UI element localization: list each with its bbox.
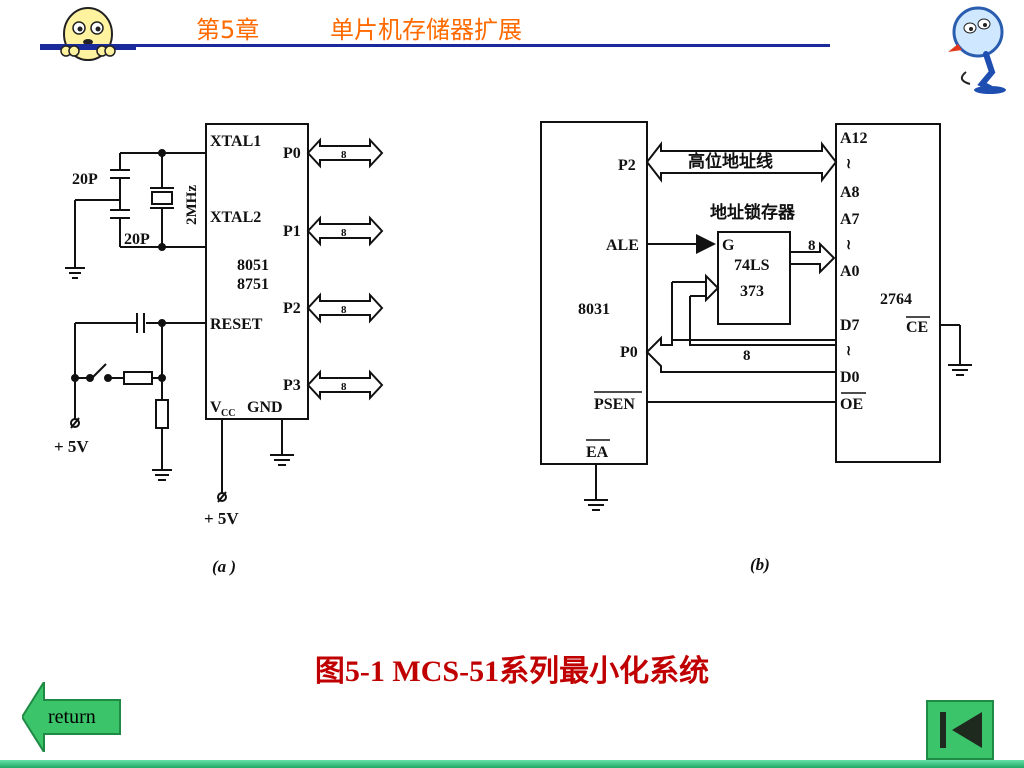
pin-d7: D7 bbox=[840, 317, 860, 334]
peeking-mascot-icon bbox=[40, 7, 136, 61]
port-p0-bus-arrow bbox=[306, 137, 384, 169]
pin-a8: A8 bbox=[840, 184, 860, 201]
capacitor-top-label: 20P bbox=[72, 171, 98, 188]
back-to-start-button[interactable] bbox=[926, 700, 994, 760]
mcu-8051-chip bbox=[205, 123, 309, 420]
cpu-label: 8031 bbox=[578, 301, 610, 318]
port-p0-label: P0 bbox=[283, 145, 301, 162]
xtal2-label: XTAL2 bbox=[210, 209, 261, 226]
xtal1-label: XTAL1 bbox=[210, 133, 261, 150]
return-label[interactable]: return bbox=[48, 706, 96, 728]
port-p1-label: P1 bbox=[283, 223, 301, 240]
ale-label: ALE bbox=[606, 237, 639, 254]
supply-left-label: + 5V bbox=[54, 437, 89, 456]
psen-label: PSEN bbox=[594, 396, 635, 413]
latch-74ls373 bbox=[717, 231, 791, 325]
capacitor-bottom-label: 20P bbox=[124, 231, 150, 248]
supply-bottom-label: + 5V bbox=[204, 509, 239, 528]
latch-line2: 373 bbox=[740, 283, 764, 300]
megaphone-character-icon bbox=[948, 6, 1006, 94]
diagram-b-labels: P2 ALE 8031 P0 PSEN EA 高位地址线 地址锁存器 G 74L… bbox=[578, 130, 928, 574]
pin-range-2: ≀ bbox=[846, 238, 851, 253]
vcc-label: V bbox=[210, 399, 222, 416]
port-p2-bus-arrow bbox=[306, 292, 384, 324]
pin-range-3: ≀ bbox=[846, 344, 851, 359]
port-p3-label: P3 bbox=[283, 377, 301, 394]
reset-label: RESET bbox=[210, 316, 263, 333]
p2-label: P2 bbox=[618, 157, 636, 174]
port-p1-bus-arrow bbox=[306, 215, 384, 247]
diagram-a-labels: XTAL1 XTAL2 8051 8751 RESET V CC GND P0 … bbox=[54, 133, 347, 576]
pin-a0: A0 bbox=[840, 263, 860, 280]
ea-label: EA bbox=[586, 444, 609, 461]
data-bus-width: 8 bbox=[743, 348, 751, 364]
pin-d0: D0 bbox=[840, 369, 860, 386]
latch-title-label: 地址锁存器 bbox=[710, 202, 796, 222]
bus-width-p0: 8 bbox=[341, 149, 347, 161]
pin-a7: A7 bbox=[840, 211, 860, 228]
chip-line2: 8751 bbox=[237, 276, 269, 293]
vcc-subscript: CC bbox=[221, 408, 235, 419]
pin-range-1: ≀ bbox=[846, 157, 851, 172]
cpu-8031-chip bbox=[540, 121, 648, 465]
diagram-a bbox=[65, 123, 384, 503]
latch-g-label: G bbox=[722, 237, 735, 254]
latch-line1: 74LS bbox=[734, 257, 770, 274]
gnd-label: GND bbox=[247, 399, 283, 416]
rewind-triangle-icon bbox=[952, 712, 982, 748]
chip-line1: 8051 bbox=[237, 257, 269, 274]
oe-label: OE bbox=[840, 396, 863, 413]
figure-caption: 图5-1 MCS-51系列最小化系统 bbox=[314, 655, 710, 688]
bus-width-p3: 8 bbox=[341, 381, 347, 393]
latch-output-bus-arrow bbox=[789, 241, 836, 275]
ce-label: CE bbox=[906, 319, 928, 336]
diagram-a-label: (a ) bbox=[212, 557, 236, 576]
chapter-label: 第5章 bbox=[196, 16, 260, 44]
footer-bar bbox=[0, 760, 1024, 768]
page-title: 单片机存储器扩展 bbox=[330, 16, 522, 44]
header-rule bbox=[60, 44, 830, 47]
eprom-2764-chip bbox=[835, 123, 941, 463]
bus-width-p2: 8 bbox=[341, 304, 347, 316]
bar-icon bbox=[940, 712, 946, 748]
p0-label: P0 bbox=[620, 344, 638, 361]
crystal-label: 2MHz bbox=[184, 185, 200, 225]
latch-bus-width: 8 bbox=[808, 238, 816, 254]
eprom-label: 2764 bbox=[880, 291, 912, 308]
high-address-bus-arrow bbox=[645, 141, 838, 183]
pin-a12: A12 bbox=[840, 130, 868, 147]
return-button[interactable] bbox=[22, 682, 122, 752]
diagram-b bbox=[540, 121, 972, 511]
bus-width-p1: 8 bbox=[341, 227, 347, 239]
port-p2-label: P2 bbox=[283, 300, 301, 317]
port-p3-bus-arrow bbox=[306, 369, 384, 401]
high-address-label: 高位地址线 bbox=[688, 151, 773, 171]
diagram-b-label: (b) bbox=[750, 555, 770, 574]
circuit-diagrams: XTAL1 XTAL2 8051 8751 RESET V CC GND P0 … bbox=[54, 121, 972, 576]
